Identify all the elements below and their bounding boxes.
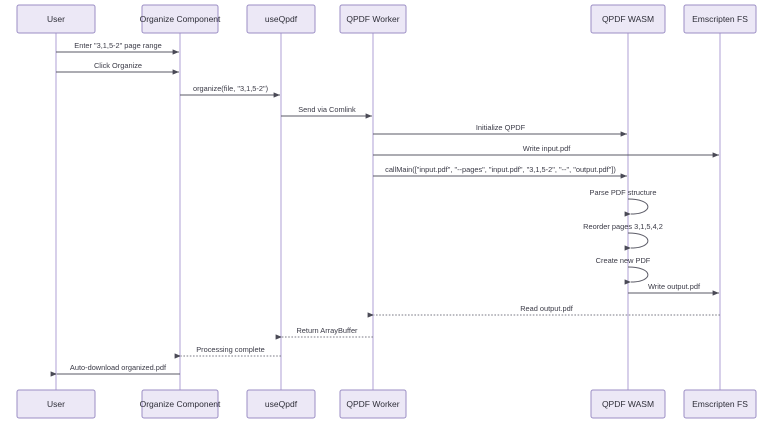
message-4: Send via Comlink <box>281 105 372 119</box>
message-label: Auto-download organized.pdf <box>70 363 167 372</box>
message-label: Initialize QPDF <box>476 123 526 132</box>
participant-top-organize[interactable]: Organize Component <box>140 4 221 34</box>
participant-box <box>590 4 666 34</box>
participant-box <box>590 389 666 419</box>
participant-top-user[interactable]: User <box>16 4 96 34</box>
message-13: Return ArrayBuffer <box>275 326 373 340</box>
participant-label: Organize Component <box>140 14 221 24</box>
participant-label: QPDF Worker <box>346 14 399 24</box>
message-2: Click Organize <box>56 61 179 75</box>
message-5: Initialize QPDF <box>373 123 627 137</box>
message-10: Create new PDF <box>596 256 651 285</box>
participant-box <box>683 389 757 419</box>
participant-label: Emscripten FS <box>692 399 748 409</box>
message-6: Write input.pdf <box>373 144 719 158</box>
message-label: Return ArrayBuffer <box>296 326 358 335</box>
participant-bottom-worker[interactable]: QPDF Worker <box>339 389 407 419</box>
message-12: Read output.pdf <box>367 304 720 318</box>
participant-box <box>16 389 96 419</box>
participant-label: QPDF Worker <box>346 399 399 409</box>
message-1: Enter "3,1,5-2" page range <box>56 41 179 55</box>
message-15: Auto-download organized.pdf <box>50 363 180 377</box>
message-14: Processing complete <box>174 345 281 359</box>
participant-bottom-fs[interactable]: Emscripten FS <box>683 389 757 419</box>
participant-bottom-organize[interactable]: Organize Component <box>140 389 221 419</box>
participant-box <box>141 389 219 419</box>
message-7: callMain(["input.pdf", "--pages", "input… <box>373 165 627 179</box>
message-11: Write output.pdf <box>628 282 719 296</box>
message-label: Create new PDF <box>596 256 651 265</box>
message-label: Send via Comlink <box>298 105 356 114</box>
participant-label: User <box>47 399 65 409</box>
message-label: Click Organize <box>94 61 142 70</box>
message-9: Reorder pages 3,1,5,4,2 <box>583 222 663 251</box>
participant-box <box>683 4 757 34</box>
message-label: Reorder pages 3,1,5,4,2 <box>583 222 663 231</box>
message-8: Parse PDF structure <box>590 188 657 217</box>
participant-bottom-wasm[interactable]: QPDF WASM <box>590 389 666 419</box>
participant-box <box>246 4 316 34</box>
actors-top-layer: User Organize Component useQpdf QPDF Worker… <box>16 4 757 34</box>
message-label: Write output.pdf <box>648 282 701 291</box>
participant-label: useQpdf <box>265 399 298 409</box>
participant-box <box>16 4 96 34</box>
participant-label: Emscripten FS <box>692 14 748 24</box>
participant-box <box>246 389 316 419</box>
participant-top-wasm[interactable]: QPDF WASM <box>590 4 666 34</box>
message-label: Read output.pdf <box>520 304 574 313</box>
actors-bottom-layer: User Organize Component useQpdf QPDF Worker… <box>16 389 757 419</box>
participant-top-worker[interactable]: QPDF Worker <box>339 4 407 34</box>
participant-box <box>339 389 407 419</box>
participant-label: useQpdf <box>265 14 298 24</box>
self-message-arc <box>624 232 649 251</box>
message-label: callMain(["input.pdf", "--pages", "input… <box>385 165 616 174</box>
message-label: Parse PDF structure <box>590 188 657 197</box>
participant-top-fs[interactable]: Emscripten FS <box>683 4 757 34</box>
participant-label: QPDF WASM <box>602 14 654 24</box>
participant-box <box>339 4 407 34</box>
message-label: Enter "3,1,5-2" page range <box>74 41 161 50</box>
message-3: organize(file, "3,1,5-2") <box>180 84 280 98</box>
self-message-arc <box>624 198 649 217</box>
self-message-arc <box>624 266 649 285</box>
participant-label: Organize Component <box>140 399 221 409</box>
message-label: Write input.pdf <box>523 144 571 153</box>
message-label: organize(file, "3,1,5-2") <box>193 84 268 93</box>
participant-top-useqpdf[interactable]: useQpdf <box>246 4 316 34</box>
lifelines-layer <box>55 33 721 390</box>
message-label: Processing complete <box>196 345 265 354</box>
participant-bottom-useqpdf[interactable]: useQpdf <box>246 389 316 419</box>
participant-box <box>141 4 219 34</box>
participant-label: QPDF WASM <box>602 399 654 409</box>
participant-bottom-user[interactable]: User <box>16 389 96 419</box>
participant-label: User <box>47 14 65 24</box>
